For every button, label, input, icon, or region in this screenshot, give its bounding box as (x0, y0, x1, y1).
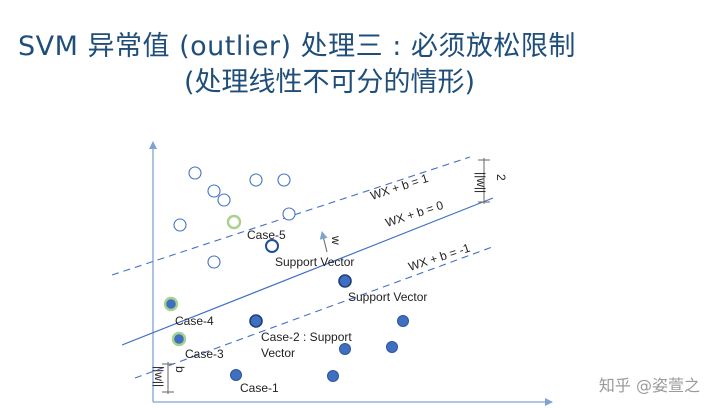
label-upper-line: WX + b = 1 (369, 171, 431, 203)
data-point-case1 (230, 369, 242, 381)
support-vector-filled (338, 274, 352, 288)
support-vector-hollow (265, 239, 279, 253)
margin-numerator: 2 (494, 174, 508, 181)
data-point (327, 370, 339, 382)
label-hyperplane: WX + b = 0 (384, 198, 446, 230)
data-point (397, 315, 409, 327)
data-point (207, 255, 221, 269)
data-point (173, 218, 187, 232)
data-point (249, 173, 263, 187)
label-case1: Case-1 (240, 381, 279, 395)
bias-b: b (173, 366, 187, 373)
w-vector (319, 231, 328, 253)
data-point (277, 173, 291, 187)
label-case2-line1: Case-2 : Support (261, 330, 352, 344)
data-point (188, 166, 202, 180)
page-title: SVM 异常值 (outlier) 处理三 : 必须放松限制 (18, 31, 576, 62)
hyperplane-line (121, 197, 494, 346)
w-label: w (329, 235, 343, 245)
data-point (386, 341, 398, 353)
data-point (217, 193, 231, 207)
support-vector-case2 (249, 314, 263, 328)
bias-norm: ||w|| (152, 366, 166, 387)
margin-denominator: ||w|| (474, 172, 488, 193)
label-support-vector-lower: Support Vector (348, 290, 427, 304)
label-case3: Case-3 (185, 347, 224, 361)
data-point (282, 207, 296, 221)
margin-line-lower (134, 245, 496, 379)
outlier-case5-point (226, 214, 242, 230)
outlier-case3-point (171, 331, 187, 347)
data-point (207, 184, 221, 198)
class-a-points (173, 166, 296, 269)
margin-line-upper (111, 156, 471, 276)
label-support-vector-upper: Support Vector (275, 255, 354, 269)
label-case2-line2: Vector (261, 346, 295, 360)
label-case5: Case-5 (247, 228, 286, 242)
label-case4: Case-4 (175, 314, 214, 328)
watermark: 知乎 @姿萱之 (598, 376, 700, 395)
data-point (339, 343, 351, 355)
page-subtitle: (处理线性不可分的情形) (184, 67, 476, 98)
class-b-points (230, 315, 409, 382)
outlier-case4-point (163, 296, 179, 312)
label-lower-line: WX + b = -1 (407, 241, 473, 274)
